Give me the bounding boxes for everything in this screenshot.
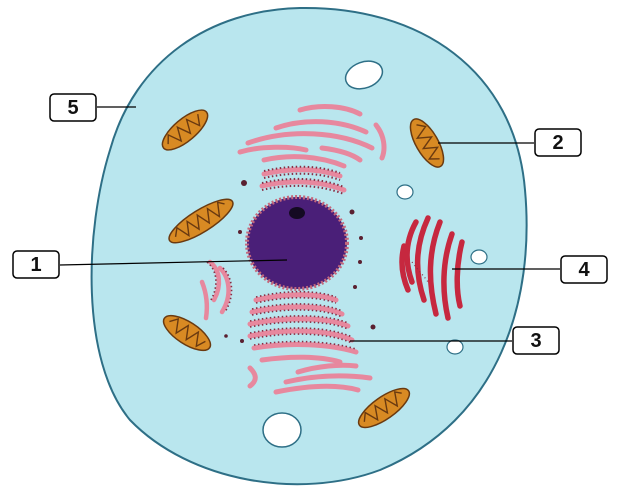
vacuole (447, 340, 463, 354)
callout-label-4: 4 (578, 259, 590, 281)
callout-2: 2 (535, 129, 581, 156)
nucleolus (289, 207, 305, 219)
callout-3: 3 (513, 327, 559, 354)
callout-label-1: 1 (30, 254, 41, 276)
vacuole (263, 413, 301, 447)
callout-label-5: 5 (67, 97, 78, 119)
vacuole (397, 185, 413, 199)
callout-5: 5 (50, 94, 96, 121)
callout-1: 1 (13, 251, 59, 278)
callout-label-3: 3 (530, 330, 541, 352)
vacuole (471, 250, 487, 264)
callout-label-2: 2 (552, 132, 563, 154)
callout-4: 4 (561, 256, 607, 283)
